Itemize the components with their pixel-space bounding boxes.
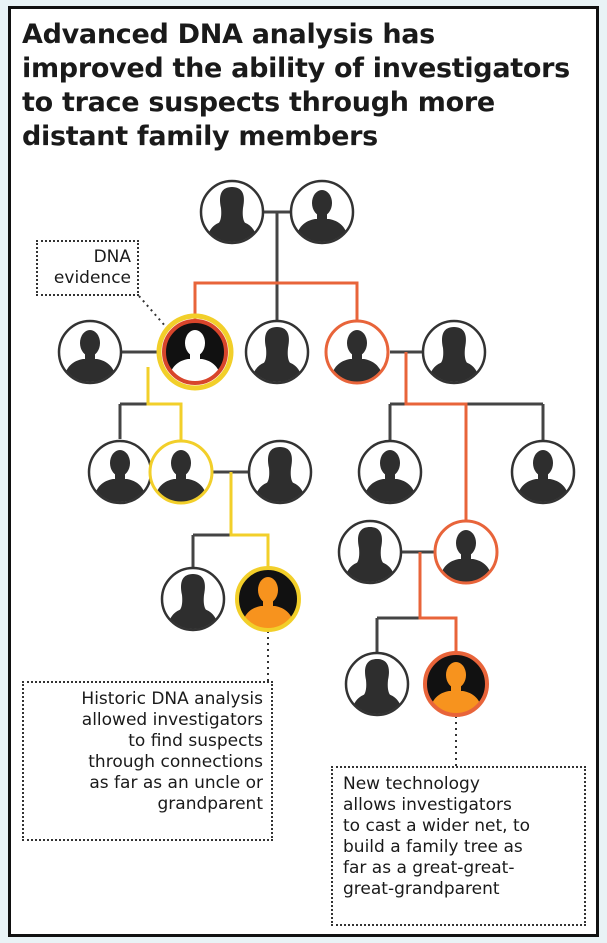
infographic-title: Advanced DNA analysis has improved the a… [22,18,592,154]
new-tech-link-cousin-to-suspect [418,552,458,652]
historic-analysis-callout: Historic DNA analysis allowed investigat… [22,681,273,841]
person-aunt [244,319,310,385]
person-child-2-spouse [247,439,313,505]
people-layer [57,179,576,717]
person-cousin-spouse [337,519,403,585]
person-cousin-orange [433,519,499,585]
dna-callout-line: evidence [53,268,131,288]
title-line: improved the ability of investigators [22,53,570,84]
new-tech-link-evidence-to-uncle [193,281,359,320]
person-child-2-yellow [148,439,214,505]
dna-callout-connector [138,295,167,328]
historic-callout-line: to find suspects [128,731,263,751]
person-cousin-1 [357,439,423,505]
person-grandchild-suspect-yellow [235,566,301,632]
historic-callout-line: grandparent [157,794,264,814]
dna-callout-line: DNA [93,247,131,267]
new-callout-line: to cast a wider net, to [343,816,531,836]
new-callout-line: allows investigators [343,795,512,815]
title-line: to trace suspects through more [22,87,495,118]
person-grandparent-left [199,179,265,245]
dna-evidence-callout: DNA evidence [36,240,139,296]
new-tech-link-uncle-to-cousin [404,352,468,520]
historic-callout-line: Historic DNA analysis [81,689,263,709]
person-grandchild-1 [160,566,226,632]
new-technology-callout: New technology allows investigators to c… [331,766,586,926]
historic-callout-line: as far as an uncle or [89,773,263,793]
person-aunt-spouse [421,319,487,385]
historic-link-child-to-suspect [229,472,270,567]
family-links [118,210,545,766]
historic-callout-line: through connections [88,752,263,772]
person-spouse-left [57,319,123,385]
new-callout-line: far as a great-great- [343,858,515,878]
new-callout-line: great-grandparent [343,879,500,899]
person-child-1 [87,439,153,505]
title-line: distant family members [22,121,378,152]
new-callout-line: New technology [343,774,480,794]
title-line: Advanced DNA analysis has [22,19,435,50]
historic-callout-line: allowed investigators [81,710,263,730]
person-grandparent-right [289,179,355,245]
person-dna-evidence-person [156,313,234,391]
person-second-cousin-suspect-orange [423,651,489,717]
person-uncle-orange [324,319,390,385]
person-second-cousin-1 [344,651,410,717]
person-cousin-2 [510,439,576,505]
new-callout-line: build a family tree as [343,837,523,857]
historic-link-evidence-to-child [146,367,183,440]
